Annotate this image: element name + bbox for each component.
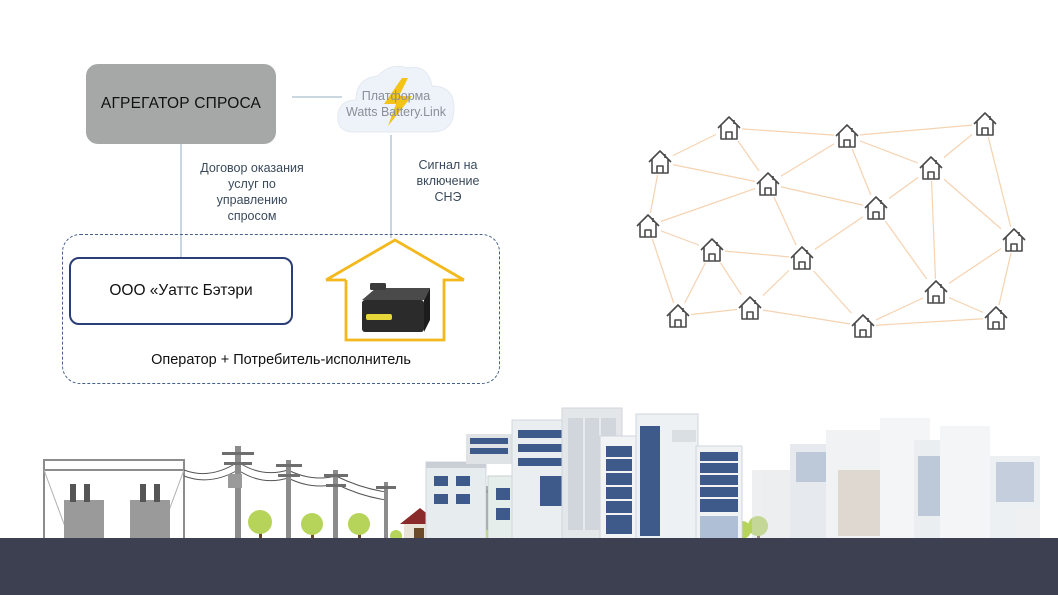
home-icon <box>647 149 673 175</box>
contract-line-4: спросом <box>227 209 277 223</box>
network-link <box>984 123 1015 241</box>
network-link <box>767 135 848 185</box>
home-icon <box>983 305 1009 331</box>
tree-icon <box>348 513 370 540</box>
platform-line-1: Платформа <box>361 89 431 103</box>
network-link <box>647 183 769 227</box>
network-link <box>930 167 1015 241</box>
building-icon <box>599 435 639 541</box>
home-icon <box>635 213 661 239</box>
home-icon <box>699 237 725 263</box>
home-icon <box>737 295 763 321</box>
building-icon <box>752 418 1040 540</box>
home-icon <box>755 171 781 197</box>
network-link <box>749 307 864 327</box>
building-icon <box>695 445 743 541</box>
home-icon <box>863 195 889 221</box>
power-pole-icon <box>222 446 254 540</box>
signal-label: Сигнал на включение СНЭ <box>398 157 498 205</box>
company-label: ООО «Уаттс Бэтэри <box>109 282 253 299</box>
signal-line-3: СНЭ <box>434 190 462 204</box>
home-icon <box>918 155 944 181</box>
operator-group-frame <box>62 234 500 384</box>
network-link <box>659 161 769 185</box>
tree-icon <box>748 516 768 540</box>
home-icon <box>1001 227 1027 253</box>
tree-icon <box>301 513 323 540</box>
aggregator-box: АГРЕГАТОР СПРОСА <box>86 64 276 144</box>
home-icon <box>923 279 949 305</box>
tree-icon <box>248 510 272 540</box>
network-link <box>767 183 877 209</box>
building-icon <box>466 434 512 464</box>
network-link <box>711 249 803 259</box>
network-link <box>728 127 848 137</box>
home-icon <box>972 111 998 137</box>
home-icon <box>716 115 742 141</box>
building-icon <box>635 413 699 541</box>
battery-device-icon <box>362 283 430 332</box>
home-icon <box>665 303 691 329</box>
ground-strip <box>0 538 1058 595</box>
platform-label: Платформа Watts Battery.Link <box>330 88 462 120</box>
contract-line-3: управлению <box>216 193 288 207</box>
lightning-icon <box>384 78 412 126</box>
signal-line-1: Сигнал на <box>418 158 478 172</box>
power-pole-icon <box>276 460 302 540</box>
network-link <box>875 207 937 293</box>
home-icon <box>850 313 876 339</box>
network-link <box>862 317 997 327</box>
company-box: ООО «Уаттс Бэтэри <box>69 257 293 325</box>
platform-line-2: Watts Battery.Link <box>345 105 447 119</box>
network-link <box>846 123 986 137</box>
signal-line-2: включение <box>416 174 480 188</box>
aggregator-label: АГРЕГАТОР СПРОСА <box>100 95 262 112</box>
operator-label: Оператор + Потребитель-исполнитель <box>151 352 411 368</box>
substation-icon <box>43 459 185 541</box>
network-link <box>647 225 679 317</box>
cloud-icon <box>337 65 455 133</box>
building-icon <box>425 461 487 541</box>
contract-line-1: Договор оказания <box>200 161 304 175</box>
network-link <box>846 135 932 169</box>
house-icon <box>325 238 465 342</box>
network-link <box>930 167 937 293</box>
power-pole-icon <box>376 482 396 540</box>
contract-label: Договор оказания услуг по управлению спр… <box>182 160 322 224</box>
home-icon <box>834 123 860 149</box>
home-icon <box>789 245 815 271</box>
contract-line-2: услуг по <box>228 177 276 191</box>
power-pole-icon <box>324 470 348 540</box>
